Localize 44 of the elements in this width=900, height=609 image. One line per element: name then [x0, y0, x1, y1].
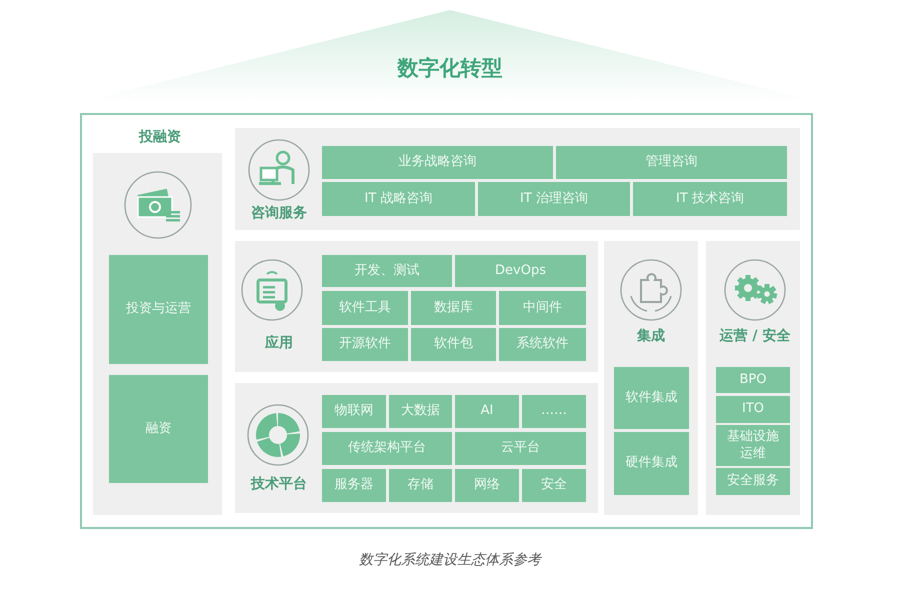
- category-tile: 融资: [109, 375, 208, 483]
- category-panel: [235, 128, 800, 230]
- category-tile: 软件集成: [614, 367, 689, 429]
- category-panel: [604, 241, 698, 515]
- category-tile: IT 治理咨询: [478, 182, 630, 216]
- category-heading: 咨询服务: [251, 204, 307, 222]
- category-tile: 投资与运营: [109, 255, 208, 364]
- category-tile: 系统软件: [499, 328, 586, 361]
- category-tile: 安全服务: [716, 468, 790, 495]
- category-tile: 硬件集成: [614, 432, 689, 495]
- category-tile: ……: [522, 395, 586, 428]
- category-tile: IT 技术咨询: [633, 182, 787, 216]
- category-tile: 软件包: [411, 328, 496, 361]
- category-tile: 物联网: [322, 395, 386, 428]
- category-tile: ITO: [716, 396, 790, 423]
- category-heading: 运营 / 安全: [720, 327, 790, 345]
- category-tile: 业务战略咨询: [322, 146, 553, 179]
- category-tile: 存储: [389, 469, 452, 502]
- category-tile: 开发、测试: [322, 255, 452, 287]
- category-tile: 软件工具: [322, 291, 408, 325]
- category-tile: 开源软件: [322, 328, 408, 361]
- category-tile: IT 战略咨询: [322, 182, 475, 216]
- category-panel: [706, 241, 800, 515]
- category-heading: 技术平台: [251, 475, 307, 493]
- title-text: 数字化转型: [398, 55, 502, 82]
- category-heading: 集成: [637, 327, 665, 345]
- category-tile: 服务器: [322, 469, 386, 502]
- category-heading: 应用: [265, 334, 293, 352]
- category-tile: 网络: [455, 469, 519, 502]
- category-tile: 管理咨询: [556, 146, 787, 179]
- category-heading: 投融资: [139, 128, 181, 146]
- category-tile: AI: [455, 395, 519, 428]
- category-tile: 基础设施运维: [716, 425, 790, 466]
- caption: 数字化系统建设生态体系参考: [359, 551, 541, 569]
- category-tile: DevOps: [455, 255, 586, 287]
- category-tile: 数据库: [411, 291, 496, 325]
- category-tile: 传统架构平台: [322, 432, 452, 465]
- category-panel: [235, 383, 598, 513]
- category-tile: 大数据: [389, 395, 452, 428]
- category-tile: BPO: [716, 367, 790, 393]
- category-tile: 中间件: [499, 291, 586, 325]
- category-tile: 安全: [522, 469, 586, 502]
- category-tile: 云平台: [455, 432, 586, 465]
- category-panel: [235, 241, 598, 372]
